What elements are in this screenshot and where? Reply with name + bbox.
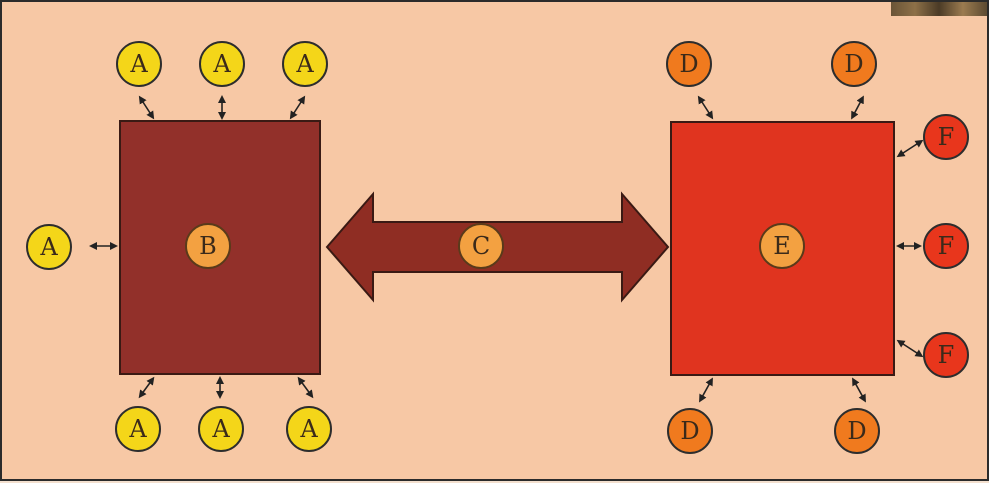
node-a-top-2: A	[199, 41, 245, 87]
connector-a-bottom-3	[297, 376, 314, 399]
connector-a-bottom-1	[138, 376, 155, 399]
node-c: C	[458, 223, 504, 269]
node-d-top-2: D	[831, 41, 877, 87]
node-a-top-3: A	[282, 41, 328, 87]
node-e: E	[759, 223, 805, 269]
node-b: B	[185, 223, 231, 269]
node-d-bottom-1: D	[667, 408, 713, 454]
connector-f-3	[896, 339, 924, 358]
connector-d-bottom-1	[699, 377, 713, 403]
connector-d-top-1	[697, 95, 714, 120]
photo-corner	[891, 2, 987, 16]
connector-a-top-3	[289, 95, 306, 120]
connector-d-top-2	[851, 95, 864, 120]
node-a-left: A	[26, 224, 72, 270]
connector-a-top-1	[138, 95, 155, 120]
node-a-bottom-3: A	[286, 406, 332, 452]
node-a-bottom-2: A	[198, 406, 244, 452]
node-f-3: F	[923, 332, 969, 378]
node-d-top-1: D	[666, 41, 712, 87]
node-f-1: F	[923, 114, 969, 160]
node-d-bottom-2: D	[834, 408, 880, 454]
node-a-bottom-1: A	[115, 406, 161, 452]
node-f-2: F	[923, 223, 969, 269]
connector-f-1	[896, 139, 924, 158]
node-a-top-1: A	[116, 41, 162, 87]
connector-d-bottom-2	[852, 377, 866, 403]
